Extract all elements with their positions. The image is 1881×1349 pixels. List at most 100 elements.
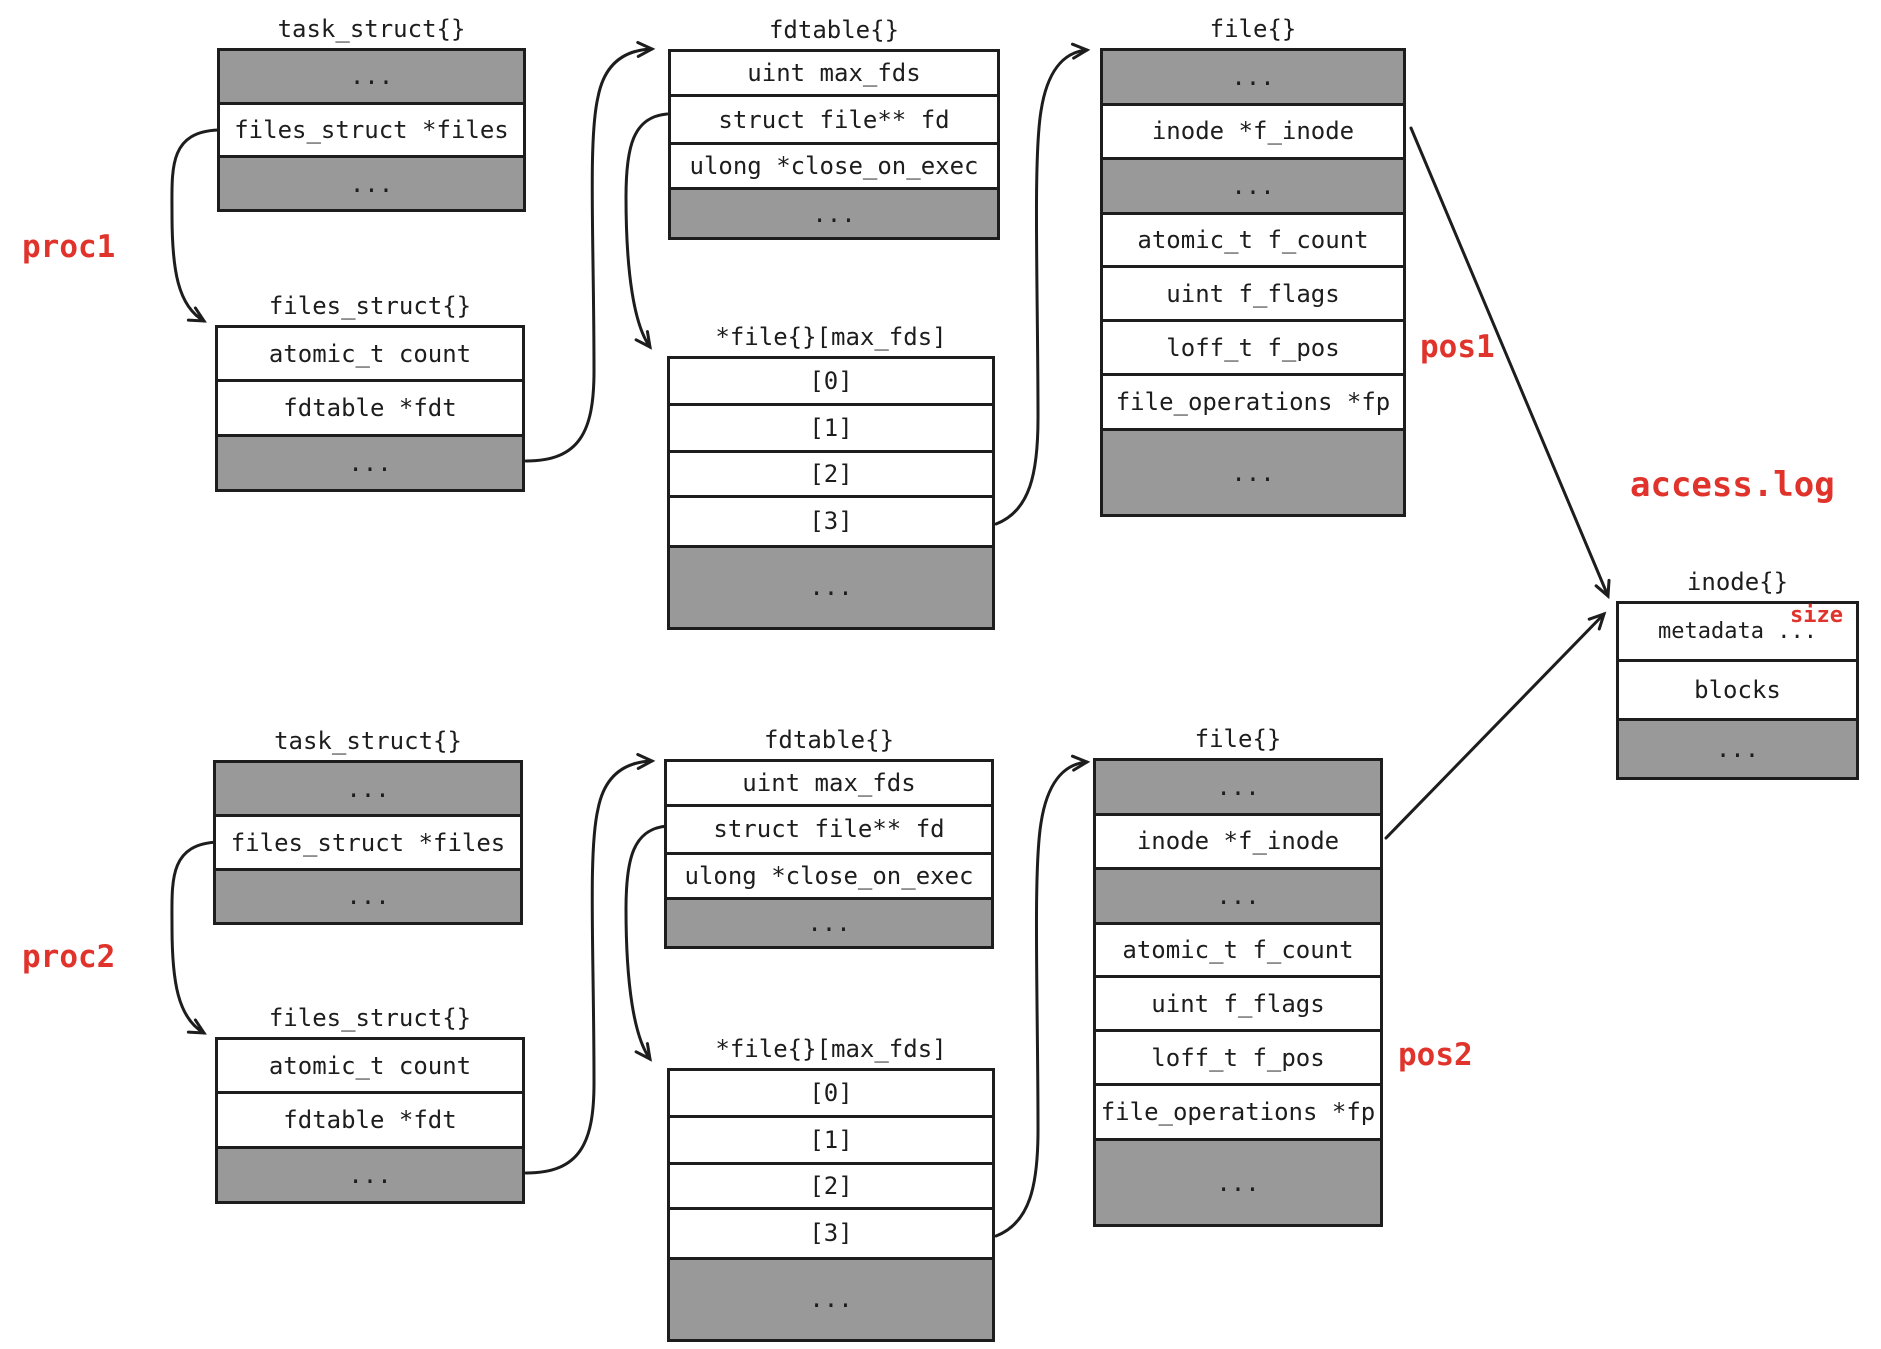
- row-label: fdtable *fdt: [283, 1106, 457, 1135]
- proc1-label: proc1: [22, 229, 116, 265]
- row-label: ...: [809, 1285, 853, 1314]
- arrow-proc2-finode-to-inode: [1384, 611, 1607, 840]
- struct-row: ...: [216, 763, 520, 815]
- struct-row: atomic_t f_count: [1103, 211, 1403, 266]
- struct-title-fdarray-proc2: *file{}[max_fds]: [715, 1035, 947, 1063]
- struct-row: ...: [1103, 428, 1403, 514]
- arrow-proc1-fd3-to-file: [994, 42, 1091, 526]
- struct-row: ...: [670, 544, 992, 627]
- row-label: [3]: [809, 1219, 853, 1248]
- struct-row: fdtable *fdt: [218, 379, 522, 435]
- row-label: uint max_fds: [747, 59, 921, 88]
- files-struct-box-proc1: atomic_t count fdtable *fdt ...: [215, 325, 525, 492]
- struct-title-files-proc1: files_struct{}: [268, 292, 472, 320]
- arrow-proc2-fd3-to-file: [994, 754, 1091, 1238]
- row-label: loff_t f_pos: [1166, 333, 1340, 362]
- struct-row: ulong *close_on_exec: [671, 141, 997, 188]
- pos2-label: pos2: [1398, 1037, 1473, 1073]
- row-label: files_struct *files: [230, 828, 506, 857]
- row-label: file_operations *fp: [1100, 1098, 1376, 1127]
- row-label: [1]: [809, 1125, 853, 1154]
- struct-row: ...: [218, 434, 522, 489]
- arrow-proc1-fd-to-fdarray: [624, 112, 669, 350]
- struct-row: ulong *close_on_exec: [667, 851, 991, 897]
- struct-title-task-proc1: task_struct{}: [277, 15, 466, 43]
- row-label: blocks: [1694, 676, 1781, 705]
- row-label: file_operations *fp: [1115, 388, 1391, 417]
- row-label: fdtable *fdt: [283, 394, 457, 423]
- struct-row: ...: [1103, 156, 1403, 212]
- struct-title-fdarray-proc1: *file{}[max_fds]: [715, 323, 947, 351]
- row-label: ...: [812, 199, 856, 228]
- row-label: atomic_t count: [268, 339, 472, 368]
- task-struct-box-proc2: ... files_struct *files ...: [213, 760, 523, 925]
- struct-row: inode *f_inode: [1096, 812, 1380, 867]
- row-label: ...: [809, 573, 853, 602]
- row-label: inode *f_inode: [1151, 117, 1355, 146]
- row-label: struct file** fd: [713, 815, 945, 844]
- struct-row: ...: [670, 1256, 992, 1339]
- row-label: uint f_flags: [1166, 279, 1340, 308]
- struct-row: ...: [218, 1146, 522, 1201]
- struct-row: [1]: [670, 402, 992, 450]
- row-label: [2]: [809, 459, 853, 488]
- struct-row: ...: [667, 896, 991, 946]
- struct-row: ...: [216, 867, 520, 922]
- row-label: ...: [807, 908, 851, 937]
- access-log-label: access.log: [1630, 465, 1835, 505]
- row-label: metadata ...: [1658, 619, 1817, 645]
- struct-row: [2]: [670, 1161, 992, 1207]
- struct-title-file-proc2: file{}: [1194, 725, 1282, 753]
- struct-row: uint f_flags: [1096, 975, 1380, 1030]
- row-label: ...: [1216, 1168, 1260, 1197]
- struct-row: [1]: [670, 1114, 992, 1162]
- row-label: uint f_flags: [1151, 989, 1325, 1018]
- row-label: inode *f_inode: [1136, 827, 1340, 856]
- arrow-proc2-files-to-files-struct: [170, 840, 220, 1035]
- struct-row: file_operations *fp: [1096, 1083, 1380, 1139]
- struct-row: loff_t f_pos: [1103, 319, 1403, 374]
- arrow-proc2-fd-to-fdarray: [624, 824, 669, 1062]
- size-label: size: [1790, 603, 1843, 628]
- struct-row: ...: [1619, 718, 1856, 778]
- struct-row: [3]: [670, 1206, 992, 1257]
- row-label: ...: [349, 62, 394, 91]
- struct-row: ...: [1096, 1138, 1380, 1224]
- struct-row: [2]: [670, 449, 992, 495]
- row-label: [0]: [809, 366, 853, 395]
- struct-title-task-proc2: task_struct{}: [274, 727, 462, 755]
- row-label: atomic_t count: [268, 1051, 472, 1080]
- struct-row: blocks: [1619, 659, 1856, 719]
- row-label: atomic_t f_count: [1122, 935, 1354, 964]
- struct-title-inode: inode{}: [1686, 568, 1789, 596]
- row-label: ...: [348, 1161, 392, 1189]
- row-label: ...: [1231, 62, 1275, 91]
- struct-row: uint f_flags: [1103, 265, 1403, 320]
- file-struct-box-proc1: ... inode *f_inode ... atomic_t f_count …: [1100, 48, 1406, 517]
- arrow-proc2-fdt-to-fdtable: [524, 752, 656, 1175]
- row-label: struct file** fd: [718, 105, 950, 134]
- row-label: [0]: [809, 1078, 853, 1107]
- pos1-label: pos1: [1420, 329, 1495, 365]
- struct-row: struct file** fd: [671, 94, 997, 142]
- struct-row: [0]: [670, 1071, 992, 1115]
- row-label: [1]: [809, 413, 853, 442]
- row-label: ulong *close_on_exec: [684, 861, 974, 890]
- row-label: loff_t f_pos: [1151, 1043, 1325, 1072]
- file-struct-box-proc2: ... inode *f_inode ... atomic_t f_count …: [1093, 758, 1383, 1227]
- fdtable-box-proc1: uint max_fds struct file** fd ulong *clo…: [668, 49, 1000, 240]
- struct-row: fdtable *fdt: [218, 1091, 522, 1147]
- struct-row: uint max_fds: [667, 762, 991, 805]
- fd-array-box-proc2: [0] [1] [2] [3] ...: [667, 1068, 995, 1342]
- struct-row: metadata ...: [1619, 604, 1856, 660]
- struct-row: atomic_t count: [218, 1040, 522, 1092]
- row-label: ...: [346, 774, 390, 803]
- struct-row: ...: [220, 155, 523, 209]
- struct-title-file-proc1: file{}: [1209, 15, 1297, 43]
- struct-row: atomic_t f_count: [1096, 921, 1380, 976]
- row-label: atomic_t f_count: [1137, 225, 1369, 254]
- struct-title-fdtable-proc2: fdtable{}: [763, 726, 895, 754]
- struct-row: [0]: [670, 359, 992, 403]
- row-label: ...: [1715, 735, 1760, 764]
- arrow-proc1-files-to-files-struct: [170, 128, 220, 323]
